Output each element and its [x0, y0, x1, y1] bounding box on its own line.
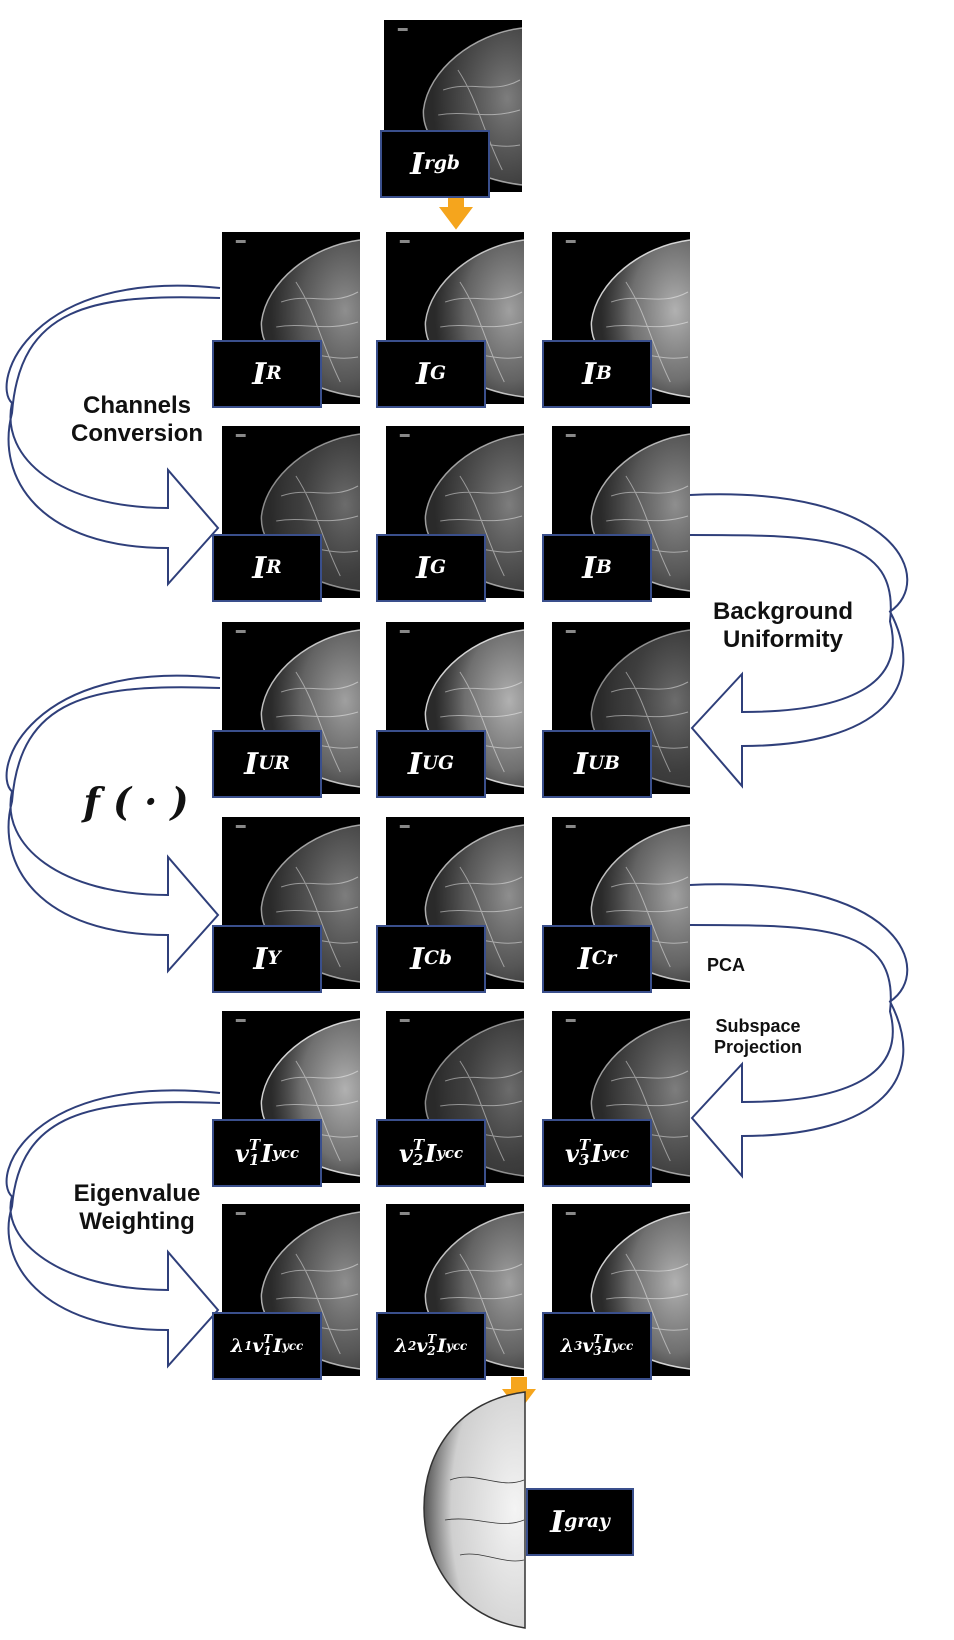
arrow-f-function — [5, 674, 221, 974]
step-eigen-line1: Eigenvalue — [73, 1180, 201, 1207]
step-background-line1: Background — [712, 598, 853, 625]
flow-arrow-top — [439, 195, 473, 230]
step-eigenvalue-weighting: Eigenvalue Weighting — [62, 1180, 212, 1235]
step-subspace-line1: Subspace — [715, 1016, 801, 1036]
step-pca-text: PCA — [706, 955, 745, 975]
arrow-channels-conversion — [5, 284, 221, 587]
arrow-eigenvalue-weighting — [5, 1089, 221, 1369]
step-pca: PCA — [696, 955, 756, 976]
step-subspace-projection: Subspace Projection — [698, 1016, 818, 1057]
step-background-uniformity: Background Uniformity — [698, 598, 868, 653]
output-gray-image — [420, 1390, 530, 1630]
arrow-pca-projection — [689, 883, 909, 1179]
step-channels-line1: Channels — [82, 392, 192, 419]
step-f-function: f ( · ) — [76, 780, 196, 824]
step-channels-conversion: Channels Conversion — [62, 392, 212, 447]
step-f-text: f ( · ) — [83, 779, 189, 824]
arrow-background-uniformity — [689, 493, 909, 789]
step-eigen-line2: Weighting — [79, 1207, 195, 1235]
step-background-line2: Uniformity — [723, 625, 843, 653]
step-channels-line2: Conversion — [70, 419, 204, 447]
step-subspace-line2: Projection — [713, 1036, 802, 1057]
